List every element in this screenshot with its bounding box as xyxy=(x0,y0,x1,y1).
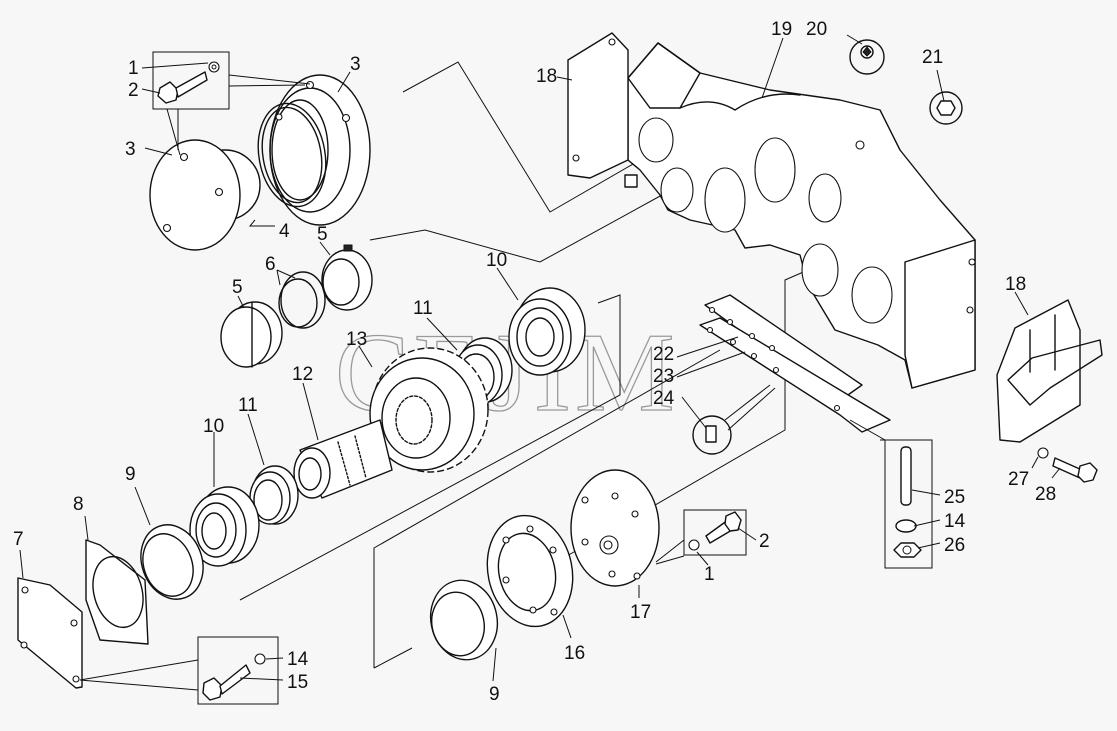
detail-box-bolt-washer-top xyxy=(152,51,311,156)
callout-16: 16 xyxy=(564,643,585,664)
part-22-23-base-plates xyxy=(699,294,891,433)
part-21-plug xyxy=(929,91,963,125)
callout-18: 18 xyxy=(1005,274,1026,295)
callout-11: 11 xyxy=(238,395,258,416)
part-27-28-bolt-washer xyxy=(1037,447,1098,483)
callout-5: 5 xyxy=(232,277,243,298)
callout-1: 1 xyxy=(128,58,139,79)
part-5-seal-ring-left xyxy=(220,301,283,368)
callout-6: 6 xyxy=(265,254,276,275)
part-12-shaft xyxy=(293,419,393,499)
callout-10: 10 xyxy=(203,416,224,437)
part-17-cover-disc xyxy=(570,469,660,587)
callout-27: 27 xyxy=(1008,469,1029,490)
callout-15: 15 xyxy=(287,672,308,693)
callout-4: 4 xyxy=(279,221,290,242)
part-18-bracket-right xyxy=(996,299,1103,443)
callout-9: 9 xyxy=(125,464,136,485)
part-10-bearing-upper xyxy=(508,287,586,376)
part-5-seal-ring-right xyxy=(321,244,373,311)
callout-24: 24 xyxy=(653,388,675,409)
callout-labels: 1 2 3 3 4 5 6 5 10 11 13 12 11 10 9 8 7 … xyxy=(13,19,1056,705)
part-20-plug xyxy=(849,39,885,75)
part-18-plate-left xyxy=(567,32,629,179)
part-7-cover-plate xyxy=(17,577,83,689)
callout-7: 7 xyxy=(13,529,24,550)
part-16-flange xyxy=(486,514,574,628)
part-24-stud-detail xyxy=(692,384,776,455)
callout-19: 19 xyxy=(771,19,792,40)
callout-2: 2 xyxy=(759,531,770,552)
callout-8: 8 xyxy=(73,494,84,515)
part-13-gear xyxy=(369,347,489,473)
callout-10: 10 xyxy=(486,250,507,271)
detail-box-stud-washer-nut xyxy=(849,419,933,569)
callout-23: 23 xyxy=(653,366,674,387)
callout-2: 2 xyxy=(128,80,139,101)
callout-9: 9 xyxy=(489,684,500,705)
detail-box-bolt-washer-right xyxy=(655,509,747,565)
part-3-cover-cap xyxy=(149,139,261,251)
part-6-rings xyxy=(278,271,326,329)
callout-26: 26 xyxy=(944,535,965,556)
callout-14: 14 xyxy=(944,511,966,532)
callout-28: 28 xyxy=(1035,484,1056,505)
callout-11: 11 xyxy=(413,298,433,319)
part-4-o-ring xyxy=(257,102,327,208)
callout-25: 25 xyxy=(944,487,965,508)
part-9-seal-left xyxy=(140,524,204,600)
callout-5: 5 xyxy=(317,224,328,245)
callout-20: 20 xyxy=(806,19,827,40)
callout-17: 17 xyxy=(630,602,651,623)
callout-3: 3 xyxy=(125,139,136,160)
part-10-bearing-lower xyxy=(189,486,260,567)
callout-1: 1 xyxy=(704,564,715,585)
part-11-spacer-lower xyxy=(249,465,299,525)
callout-13: 13 xyxy=(346,329,367,350)
part-8-gasket xyxy=(85,539,149,645)
detail-box-bolt-washer-bottom xyxy=(79,636,279,705)
callout-14: 14 xyxy=(287,649,309,670)
part-9-seal-middle xyxy=(429,579,499,661)
callout-22: 22 xyxy=(653,344,674,365)
callout-12: 12 xyxy=(292,364,313,385)
leader-lines xyxy=(19,34,1061,682)
callout-18: 18 xyxy=(536,66,557,87)
callout-3: 3 xyxy=(350,54,361,75)
callout-21: 21 xyxy=(922,47,943,68)
part-19-housing xyxy=(624,42,976,389)
